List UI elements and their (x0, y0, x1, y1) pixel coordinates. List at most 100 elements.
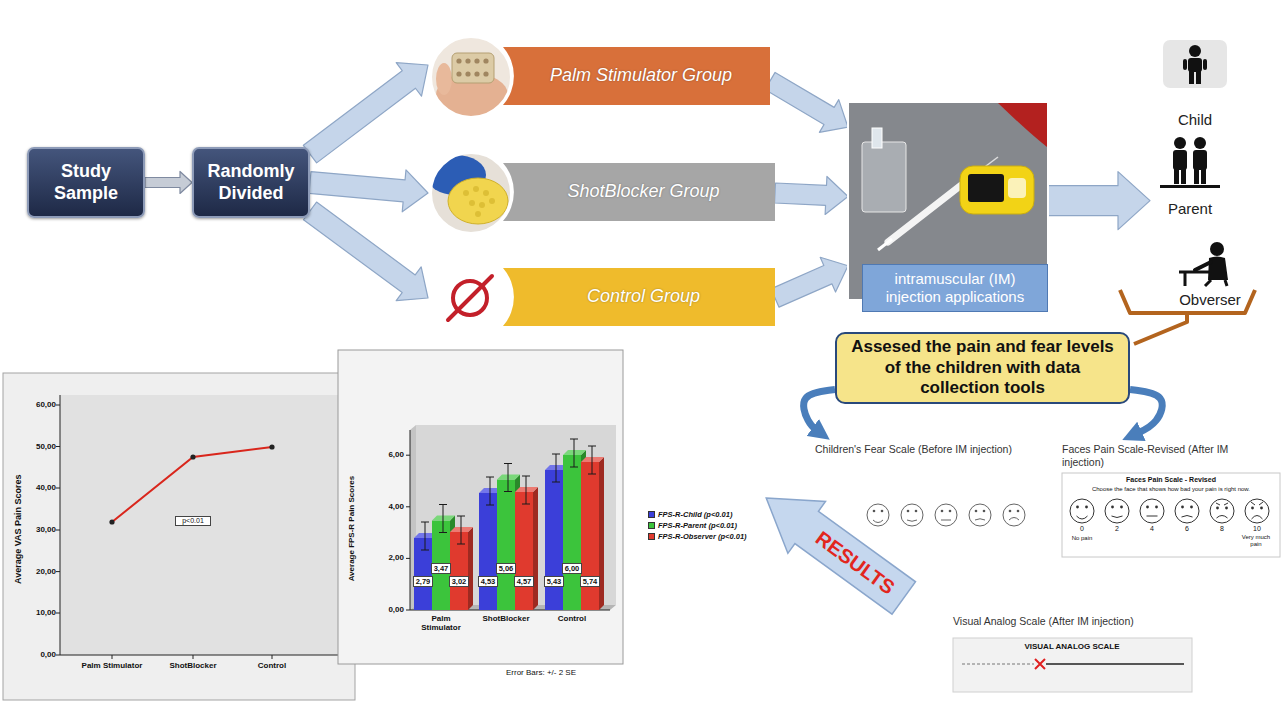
pain-face (1120, 506, 1123, 509)
shotblocker-photo (483, 190, 489, 196)
observer-icon (1179, 242, 1228, 286)
node-text: ShotBlocker Group (567, 181, 719, 203)
bar (414, 538, 432, 610)
participant-icon: Child (1160, 40, 1230, 128)
fear-scale-faces (1003, 504, 1025, 526)
connector-arrow (1048, 172, 1150, 230)
scale-caption: Children's Fear Scale (Before IM injecti… (815, 440, 1012, 459)
palm-stimulator-photo (483, 58, 488, 63)
parent-icon (1173, 150, 1187, 170)
axis-tick-label: 40,00 (22, 483, 56, 492)
axis-tick-label: 10,00 (22, 608, 56, 617)
connector-arrow (303, 63, 428, 163)
shotblocker-photo (448, 178, 508, 224)
child-icon (1189, 71, 1194, 84)
shotblocker-photo (489, 198, 495, 204)
parent-icon (1160, 137, 1220, 188)
axis-tick-label: 6,00 (374, 450, 404, 459)
bar (533, 487, 538, 610)
legend-text: FPS-R-Child (p<0.01) (658, 510, 732, 519)
shotblocker-photo (473, 186, 479, 192)
shotblocker-photo (463, 190, 469, 196)
observer-icon (1195, 262, 1211, 270)
axis-tick-label: 2,00 (374, 553, 404, 562)
group-band: Control Group (428, 258, 775, 338)
chart-axis (60, 395, 345, 655)
parent-icon (1194, 169, 1199, 184)
injection-photo (872, 128, 882, 148)
parent-icon (1174, 169, 1179, 184)
no-intervention-symbol (448, 276, 492, 320)
connector-arrow (1130, 390, 1162, 434)
vas-line-chart (3, 373, 355, 700)
axis-ticks (56, 405, 272, 659)
category-label: Control (547, 614, 597, 623)
parent-icon (1181, 169, 1186, 184)
legend-swatch (648, 533, 655, 540)
assessment-box: Assesed the pain and fear levels of the … (835, 332, 1130, 404)
pain-face (1070, 499, 1269, 523)
scale-mark (1035, 659, 1045, 669)
scale-caption: Faces Pain Scale-Revised (After IM injec… (1062, 440, 1247, 472)
legend-swatch (648, 522, 655, 529)
bar (545, 470, 563, 610)
connector-arrow (771, 257, 848, 307)
photo-frame (431, 153, 511, 233)
shotblocker-photo (426, 153, 518, 233)
scale-number: 8 (1212, 525, 1232, 533)
injection-photo (862, 142, 906, 212)
palm-stimulator-photo (456, 58, 461, 63)
bar-value: 5,74 (580, 576, 600, 587)
palm-stimulator-photo (474, 58, 479, 63)
node-text: Assesed the pain and fear levels of the … (847, 337, 1118, 398)
axis-tick-label: 30,00 (22, 525, 56, 534)
bar (599, 457, 604, 610)
node-text: Randomly Divided (200, 161, 302, 204)
bar-value: 3,47 (431, 563, 451, 574)
node-text: Control Group (587, 286, 700, 308)
pain-face (1225, 507, 1228, 510)
connector-group (145, 63, 1162, 434)
child-icon (1183, 59, 1187, 70)
error-bars (421, 439, 596, 550)
parent-icon (1160, 185, 1220, 188)
pain-face (1111, 506, 1114, 509)
scale-card (1062, 473, 1280, 557)
assessor-bracket (1120, 290, 1255, 313)
observer-icon (1179, 272, 1227, 286)
process-box: Randomly Divided (192, 147, 310, 218)
bar (468, 527, 473, 610)
scale-title: Faces Pain Scale - Revised (1068, 476, 1274, 484)
bar-value: 6,00 (562, 563, 582, 574)
legend-item: FPS-R-Child (p<0.01) (648, 510, 732, 519)
palm-stimulator-photo (452, 53, 494, 83)
connector-arrow (309, 170, 428, 212)
fear-scale-faces (969, 504, 991, 526)
legend-text: FPS-R-Observer (p<0.01) (658, 532, 747, 541)
axis-tick-label: 20,00 (22, 567, 56, 576)
chart-panel (3, 373, 355, 700)
group-band-shape (503, 163, 775, 221)
fear-scale-faces (983, 510, 986, 513)
fear-scale-faces (935, 504, 957, 526)
bar-value: 3,02 (449, 576, 469, 587)
bar-value: 4,53 (478, 576, 498, 587)
pain-face (1210, 499, 1234, 523)
axis-tick-label: 60,00 (22, 400, 56, 409)
no-intervention-symbol (448, 276, 492, 320)
shotblocker-photo (475, 211, 481, 217)
palm-stimulator-photo (456, 71, 461, 76)
node-text: Palm Stimulator Group (550, 65, 732, 87)
palm-stimulator-photo (465, 58, 470, 63)
group-band: Palm Stimulator Group (428, 37, 770, 117)
scale-number: 4 (1142, 525, 1162, 533)
bar (581, 462, 599, 610)
fpsr-bar-chart (338, 350, 623, 664)
child-icon (1196, 71, 1201, 84)
assessor-bracket (1134, 313, 1187, 344)
fear-scale-faces (881, 510, 884, 513)
node-text: Visual Analog Scale (After IM injection) (953, 615, 1134, 628)
node-text: Faces Pain Scale-Revised (After IM injec… (1062, 443, 1247, 469)
legend-swatch (648, 511, 655, 518)
visual-analog-scale-image (953, 638, 1192, 692)
